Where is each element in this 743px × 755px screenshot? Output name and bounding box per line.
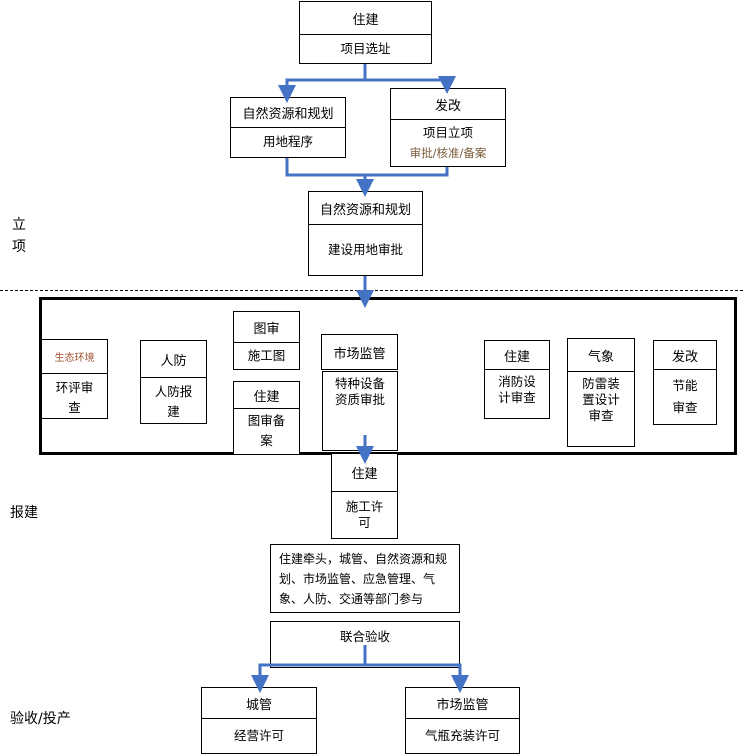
node-body: 经营许可 [233, 728, 284, 743]
node-body: 施工图 [247, 348, 286, 363]
node-body: 图审备 [247, 413, 286, 428]
node-body: 环评审 [55, 380, 94, 395]
node-body: 人防报 [154, 384, 193, 399]
node-body-2: 资质审批 [334, 392, 385, 407]
node-header: 发改 [654, 341, 716, 370]
node-body: 联合验收 [339, 629, 390, 644]
node-header: 住建 [300, 2, 431, 35]
stage-label-lixiang-2: 项 [12, 239, 26, 255]
node-project-approval: 发改 项目立项审批/核准/备案 [390, 88, 506, 167]
stage-label-baojian: 报建 [10, 505, 38, 521]
node-body: 特种设备 [334, 376, 385, 391]
node-body: 防雷装 [582, 376, 620, 391]
arrow-merge-1 [285, 158, 449, 177]
node-body-2: 查 [68, 400, 81, 415]
node-body-2: 审查 [672, 400, 698, 415]
node-body-2: 计审查 [498, 390, 536, 405]
node-header: 市场监管 [406, 688, 519, 719]
node-drawing-review: 图审 施工图 [233, 311, 300, 370]
node-header: 人防 [141, 341, 206, 378]
node-header: 气象 [568, 339, 634, 372]
node-lightning-review: 气象 防雷装置设计审查 [567, 338, 635, 447]
node-body-2: 案 [260, 433, 273, 448]
node-joint-acceptance: 联合验收 [270, 621, 460, 668]
node-body: 项目选址 [340, 41, 391, 56]
node-civil-defense: 人防 人防报建 [140, 340, 207, 424]
node-drawing-filing: 住建 图审备案 [233, 381, 300, 455]
node-header: 城管 [202, 688, 316, 719]
node-gas-cylinder-license: 市场监管 气瓶充装许可 [405, 687, 520, 754]
node-project-site: 住建 项目选址 [299, 1, 432, 64]
node-body: 气瓶充装许可 [424, 728, 500, 743]
node-body: 住建牵头，城管、自然资源和规划、市场监管、应急管理、气象、人防、交通等部门参与 [279, 552, 448, 606]
node-construction-land-approval: 自然资源和规划 建设用地审批 [308, 191, 423, 276]
node-market-header: 市场监管 [321, 334, 398, 370]
node-construction-permit: 住建 施工许可 [331, 453, 398, 539]
node-business-license: 城管 经营许可 [201, 687, 317, 754]
node-body-2: 建 [167, 404, 180, 419]
node-body-3: 审查 [588, 408, 614, 423]
node-header: 住建 [332, 454, 397, 492]
arrow-split-4 [365, 663, 469, 693]
node-fire-review: 住建 消防设计审查 [484, 340, 550, 419]
node-header: 生态环境 [42, 340, 107, 374]
arrow-split-2 [365, 76, 456, 94]
node-eia: 生态环境 环评审查 [41, 339, 108, 419]
stage-label-lixiang-1: 立 [12, 217, 26, 233]
node-header: 住建 [485, 341, 549, 370]
node-header: 图审 [234, 312, 299, 343]
arrow-split-3 [251, 645, 367, 693]
node-header: 自然资源和规划 [231, 98, 345, 128]
node-body-2: 可 [358, 515, 371, 530]
stage-label-yanshou: 验收/投产 [10, 711, 71, 727]
node-header: 自然资源和规划 [309, 192, 422, 225]
arrow-split-1 [278, 64, 367, 103]
node-header: 市场监管 [333, 346, 386, 362]
node-body: 施工许 [345, 499, 384, 514]
node-body-2: 置设计 [582, 392, 620, 407]
node-body: 用地程序 [262, 134, 313, 149]
node-body: 消防设 [498, 374, 536, 389]
node-energy-review: 发改 节能审查 [653, 340, 717, 425]
node-participants: 住建牵头，城管、自然资源和规划、市场监管、应急管理、气象、人防、交通等部门参与 [270, 544, 460, 613]
node-body: 建设用地审批 [327, 242, 403, 257]
node-body-link: 审批/核准/备案 [409, 146, 487, 160]
node-header: 发改 [391, 89, 505, 120]
node-body: 项目立项 [422, 125, 473, 140]
node-land-procedure: 自然资源和规划 用地程序 [230, 97, 346, 158]
node-body: 节能 [672, 378, 698, 393]
node-header: 住建 [234, 382, 299, 409]
